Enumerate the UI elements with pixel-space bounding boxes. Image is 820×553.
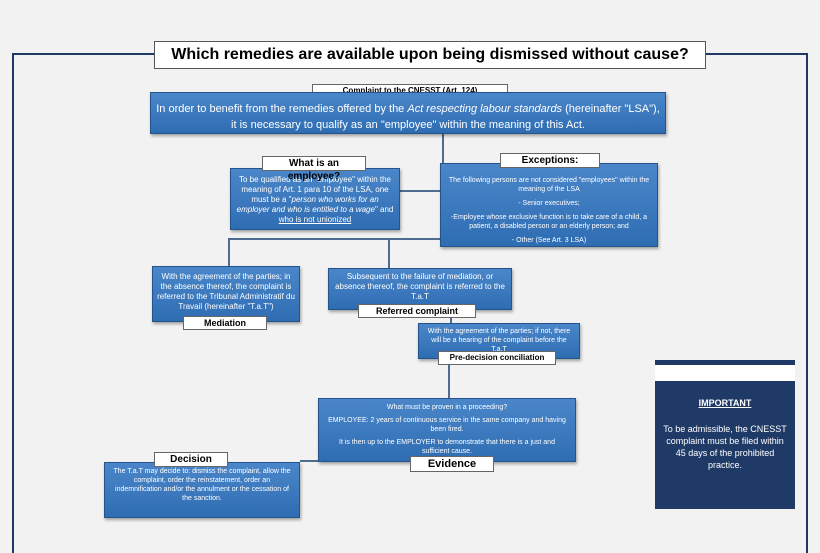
page-title: Which remedies are available upon being … <box>154 41 706 69</box>
exceptions-item-3: - Other (See Art. 3 LSA) <box>511 237 587 244</box>
exceptions-box: The following persons are not considered… <box>440 163 658 247</box>
important-heading: IMPORTANT <box>698 398 752 408</box>
exceptions-item-2: -Employee whose exclusive function is to… <box>450 214 648 230</box>
mediation-label: Mediation <box>183 316 267 330</box>
employee-text-pre: To be qualified as an "employee" within … <box>239 175 391 204</box>
exceptions-label: Exceptions: <box>500 153 600 168</box>
connector-branch-h <box>228 238 444 240</box>
predecision-label: Pre-decision conciliation <box>438 351 556 365</box>
intro-box: In order to benefit from the remedies of… <box>150 92 666 134</box>
frame-top-left <box>12 53 154 55</box>
employee-text-underline: who is not unionized <box>278 215 352 224</box>
intro-line2: it is necessary to qualify as an "employ… <box>231 119 585 131</box>
frame-right <box>806 53 808 553</box>
employee-box: To be qualified as an "employee" within … <box>230 168 400 230</box>
important-white-band <box>655 365 795 381</box>
evidence-label: Evidence <box>410 456 494 472</box>
frame-top-right <box>706 53 808 55</box>
exceptions-item-1: - Senior executives; <box>518 200 580 207</box>
mediation-box: With the agreement of the parties; in th… <box>152 266 300 322</box>
connector-evidence <box>448 362 450 398</box>
intro-line1-post: (hereinafter "LSA"), <box>562 103 660 115</box>
important-text: To be admissible, the CNESST complaint m… <box>663 424 787 470</box>
connector-employee <box>400 190 442 192</box>
employee-text-italic: person who works for an employer and who… <box>236 195 379 214</box>
important-panel: IMPORTANT To be admissible, the CNESST c… <box>655 381 795 509</box>
evidence-line-0: What must be proven in a proceeding? <box>386 404 508 411</box>
referred-box: Subsequent to the failure of mediation, … <box>328 268 512 310</box>
decision-label: Decision <box>154 452 228 467</box>
important-top-bar <box>655 360 795 365</box>
intro-act-name: Act respecting labour standards <box>407 103 563 115</box>
connector-mediation <box>228 238 230 266</box>
evidence-line-1: EMPLOYEE: 2 years of continuous service … <box>328 417 566 433</box>
frame-left <box>12 53 14 553</box>
connector-decision-h <box>300 460 322 462</box>
exceptions-item-0: The following persons are not considered… <box>448 177 650 193</box>
employee-text-mid: " and <box>374 205 394 214</box>
referred-label: Referred complaint <box>358 304 476 318</box>
decision-box: The T.a.T may decide to: dismiss the com… <box>104 462 300 518</box>
intro-line1-pre: In order to benefit from the remedies of… <box>156 103 408 115</box>
connector-referred <box>388 238 390 268</box>
evidence-line-2: It is then up to the EMPLOYER to demonst… <box>339 439 555 455</box>
evidence-box: What must be proven in a proceeding? EMP… <box>318 398 576 462</box>
employee-label: What is an employee? <box>262 156 366 182</box>
